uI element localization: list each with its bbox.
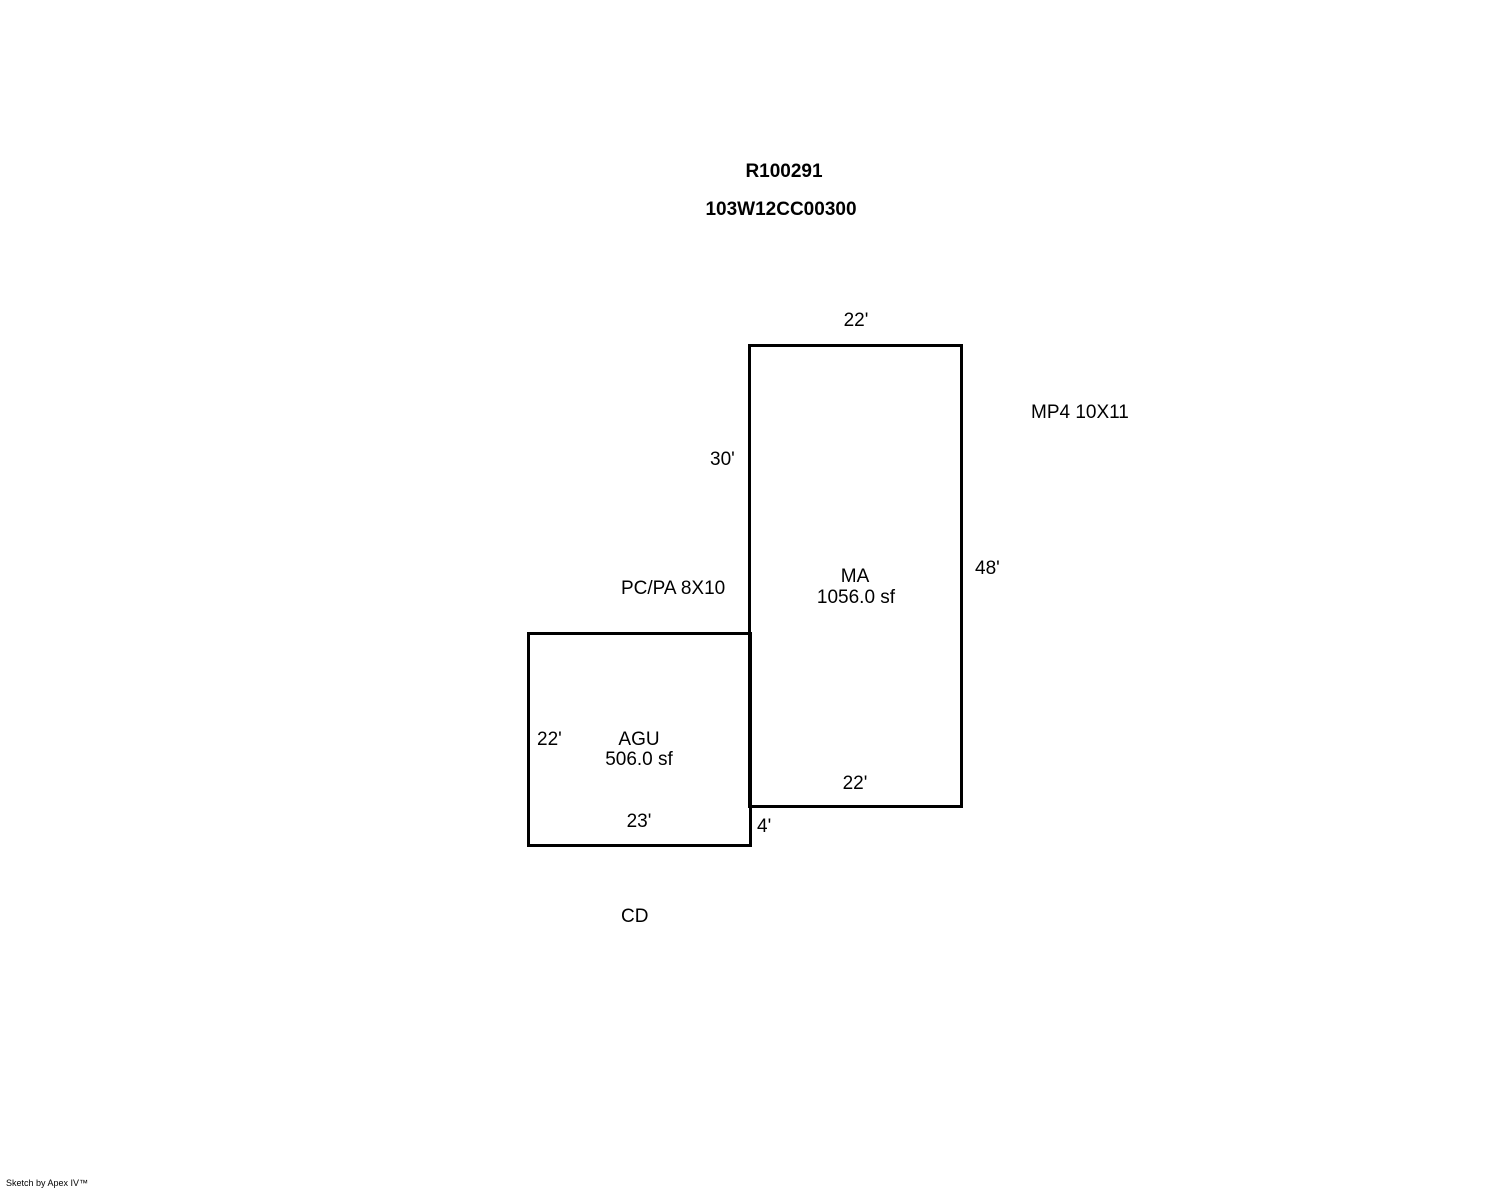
account-id: R100291 bbox=[745, 161, 823, 182]
garage-dim-bottom: 23' bbox=[626, 811, 652, 832]
garage-dim-left: 22' bbox=[537, 729, 562, 750]
map-tax-lot: 103W12CC00300 bbox=[705, 199, 857, 220]
main-dim-top: 22' bbox=[843, 310, 869, 331]
main-area-outline bbox=[748, 344, 963, 808]
main-dim-right: 48' bbox=[975, 558, 1000, 579]
main-dim-left: 30' bbox=[710, 449, 735, 470]
garage-area-size: 506.0 sf bbox=[605, 749, 673, 770]
porch-annotation: PC/PA 8X10 bbox=[621, 578, 726, 599]
garage-outline bbox=[527, 632, 752, 847]
main-dim-bottom: 22' bbox=[842, 773, 868, 794]
mp4-annotation: MP4 10X11 bbox=[1031, 402, 1129, 423]
cd-annotation: CD bbox=[621, 906, 649, 927]
main-area-code: MA bbox=[840, 566, 870, 587]
main-area-size: 1056.0 sf bbox=[816, 587, 896, 608]
offset-dim: 4' bbox=[757, 816, 772, 837]
garage-area-code: AGU bbox=[618, 729, 660, 750]
footer-credit: Sketch by Apex IV™ bbox=[6, 1178, 89, 1188]
